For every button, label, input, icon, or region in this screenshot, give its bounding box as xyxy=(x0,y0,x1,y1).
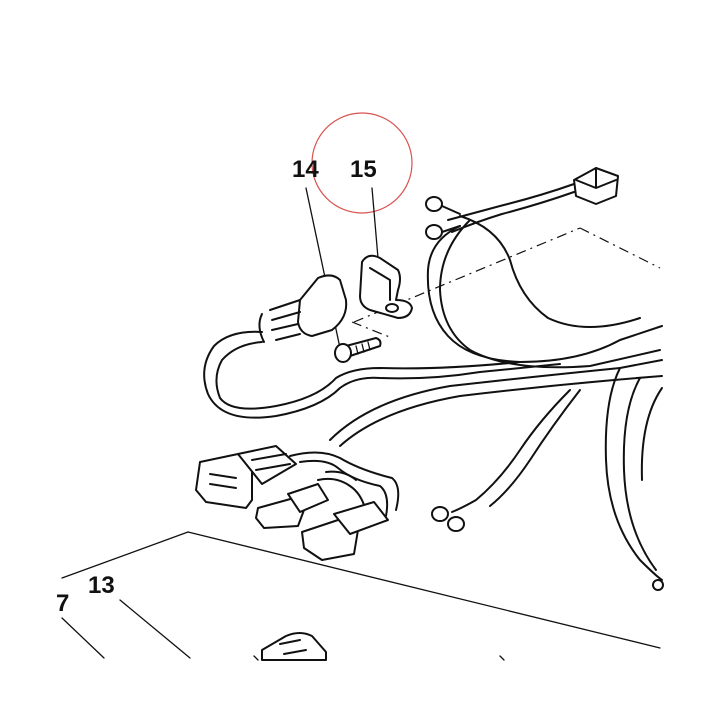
bracket-part-15 xyxy=(359,254,413,319)
bottom-partial-connector xyxy=(261,632,327,661)
leader-line-13 xyxy=(119,599,191,659)
leader-line-15 xyxy=(371,187,379,259)
callout-14: 14 xyxy=(292,156,319,183)
tiny-marks xyxy=(253,655,505,661)
bolt-part-14 xyxy=(334,337,382,363)
callout-15: 15 xyxy=(350,156,377,183)
callout-13: 13 xyxy=(88,572,115,599)
highlight-circle xyxy=(311,112,413,214)
callout-7-partial: 7 xyxy=(56,590,70,617)
lower-connector-group xyxy=(195,445,400,561)
reference-frame-lines xyxy=(61,531,661,649)
main-wire-harness xyxy=(329,215,664,591)
leader-line-7 xyxy=(61,617,105,659)
top-right-connector xyxy=(425,167,619,240)
small-connector-assembly xyxy=(203,274,561,419)
assembly-guide-lines xyxy=(351,227,661,339)
